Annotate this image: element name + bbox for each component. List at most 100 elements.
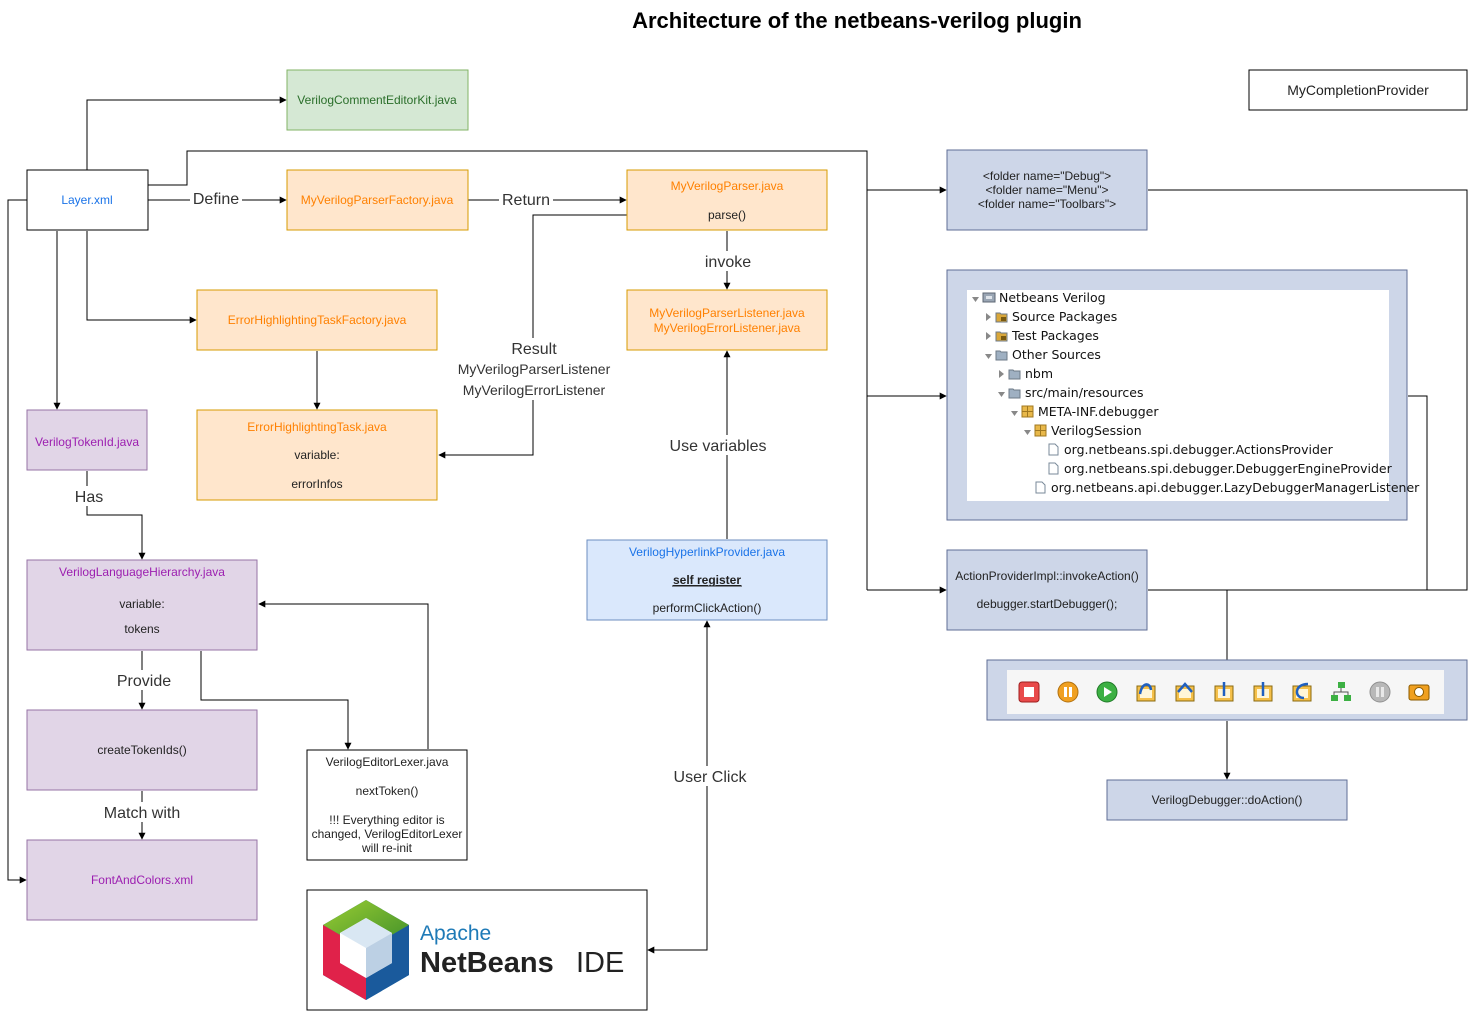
- node-verilog-debugger[interactable]: VerilogDebugger::doAction(): [1106, 779, 1348, 821]
- tree-row[interactable]: nbm: [999, 366, 1053, 381]
- step-over-expression-icon[interactable]: [1175, 682, 1195, 702]
- file-icon: [1035, 481, 1046, 494]
- expand-open-icon[interactable]: [985, 354, 992, 359]
- tree-row-label: src/main/resources: [1025, 385, 1143, 400]
- label-result-line2: MyVerilogErrorListener: [463, 382, 606, 398]
- node-hyperlink-provider[interactable]: VerilogHyperlinkProvider.java self regis…: [586, 539, 828, 621]
- node-language-hierarchy[interactable]: VerilogLanguageHierarchy.java variable: …: [26, 559, 258, 651]
- expand-open-icon[interactable]: [1011, 411, 1018, 416]
- tree-row-label: Test Packages: [1011, 328, 1099, 343]
- node-folders-line1: <folder name="Debug">: [983, 169, 1111, 183]
- expand-open-icon[interactable]: [1024, 430, 1031, 435]
- node-editor-lexer-note3: will re-init: [361, 841, 413, 855]
- tree-row-label: nbm: [1025, 366, 1053, 381]
- snapshot-icon[interactable]: [1408, 684, 1430, 701]
- tree-row-label: org.netbeans.spi.debugger.DebuggerEngine…: [1064, 461, 1393, 476]
- tree-row[interactable]: VerilogSession: [1024, 423, 1142, 438]
- edge-has: [86, 471, 146, 560]
- node-completion-provider[interactable]: MyCompletionProvider: [1248, 69, 1468, 111]
- node-font-and-colors[interactable]: FontAndColors.xml: [26, 839, 258, 921]
- expand-closed-icon[interactable]: [986, 332, 991, 340]
- stop-icon[interactable]: [1018, 681, 1040, 703]
- diagram-title: Architecture of the netbeans-verilog plu…: [632, 8, 1082, 33]
- node-error-task-var-value: errorInfos: [291, 477, 342, 491]
- edge-labels: Define Return invoke Result MyVerilogPar…: [70, 189, 774, 822]
- tree-row[interactable]: Source Packages: [986, 309, 1117, 324]
- logo-word-apache: Apache: [420, 922, 491, 945]
- node-editor-lexer-label: VerilogEditorLexer.java: [326, 755, 449, 769]
- node-language-hierarchy-var-label: variable:: [119, 597, 164, 611]
- node-editor-lexer-method: nextToken(): [356, 784, 419, 798]
- node-error-factory[interactable]: ErrorHighlightingTaskFactory.java: [196, 289, 438, 351]
- node-verilog-debugger-label: VerilogDebugger::doAction(): [1152, 793, 1303, 807]
- node-error-task[interactable]: ErrorHighlightingTask.java variable: err…: [196, 409, 438, 501]
- label-result: Result: [511, 341, 557, 358]
- edge-layer-fontcolors: [7, 199, 27, 884]
- node-create-token-ids[interactable]: createTokenIds(): [26, 709, 258, 791]
- edge-result: [438, 214, 627, 459]
- pause-disabled-icon[interactable]: [1369, 681, 1391, 703]
- file-icon: [1048, 462, 1059, 475]
- tree-row[interactable]: org.netbeans.spi.debugger.ActionsProvide…: [1048, 442, 1334, 457]
- node-listeners-line1: MyVerilogParserListener.java: [649, 306, 805, 320]
- logo-word-ide: IDE: [576, 947, 624, 979]
- label-return: Return: [502, 192, 550, 209]
- tree-row[interactable]: org.netbeans.api.debugger.LazyDebuggerMa…: [1035, 480, 1420, 495]
- tree-row[interactable]: Other Sources: [985, 347, 1101, 362]
- edge-tree-rail: [1408, 395, 1428, 590]
- node-parser-factory[interactable]: MyVerilogParserFactory.java: [286, 169, 469, 231]
- node-error-task-label: ErrorHighlightingTask.java: [247, 420, 387, 434]
- node-layer-xml[interactable]: Layer.xml: [26, 169, 149, 231]
- folder-icon: [1008, 369, 1021, 380]
- tree-row[interactable]: src/main/resources: [998, 385, 1143, 400]
- node-listeners[interactable]: MyVerilogParserListener.java MyVerilogEr…: [626, 289, 828, 351]
- apply-code-changes-icon[interactable]: [1331, 682, 1351, 701]
- node-language-hierarchy-var-value: tokens: [124, 622, 159, 636]
- edge-lexer-hierarchy: [258, 600, 429, 749]
- tree-row[interactable]: org.netbeans.spi.debugger.DebuggerEngine…: [1048, 461, 1393, 476]
- netbeans-cube-icon: [323, 900, 409, 1000]
- edge-layer-commentkit: [86, 96, 287, 170]
- tree-row[interactable]: Test Packages: [986, 328, 1099, 343]
- step-over-icon[interactable]: [1136, 683, 1156, 702]
- node-editor-lexer[interactable]: VerilogEditorLexer.java nextToken() !!! …: [306, 749, 468, 861]
- package-icon: [1021, 405, 1034, 418]
- node-token-id-label: VerilogTokenId.java: [35, 435, 139, 449]
- continue-icon[interactable]: [1096, 681, 1118, 703]
- node-comment-editor-kit-label: VerilogCommentEditorKit.java: [297, 93, 457, 107]
- expand-closed-icon[interactable]: [986, 313, 991, 321]
- sources-folder-icon: [995, 350, 1008, 361]
- node-parser-label: MyVerilogParser.java: [671, 179, 784, 193]
- node-folders-line2: <folder name="Menu">: [986, 183, 1109, 197]
- node-parser-factory-label: MyVerilogParserFactory.java: [301, 193, 454, 207]
- node-parser[interactable]: MyVerilogParser.java parse(): [626, 169, 828, 231]
- expand-open-icon[interactable]: [998, 392, 1005, 397]
- step-into-icon[interactable]: [1214, 682, 1234, 702]
- label-invoke: invoke: [705, 254, 751, 271]
- tree-row[interactable]: META-INF.debugger: [1011, 404, 1159, 419]
- tree-row-label: org.netbeans.spi.debugger.ActionsProvide…: [1064, 442, 1334, 457]
- step-out-icon[interactable]: [1253, 682, 1273, 702]
- tree-row-label: Other Sources: [1012, 347, 1101, 362]
- run-to-cursor-icon[interactable]: [1292, 682, 1312, 702]
- node-parser-method: parse(): [708, 208, 746, 222]
- edge-user-click: [647, 620, 711, 954]
- node-error-factory-label: ErrorHighlightingTaskFactory.java: [228, 313, 407, 327]
- package-folder-icon: [995, 312, 1008, 323]
- node-language-hierarchy-label: VerilogLanguageHierarchy.java: [59, 565, 225, 579]
- node-hyperlink-provider-label: VerilogHyperlinkProvider.java: [629, 545, 785, 559]
- expand-closed-icon[interactable]: [999, 370, 1004, 378]
- node-editor-lexer-note2: changed, VerilogEditorLexer: [312, 827, 463, 841]
- label-has: Has: [75, 489, 103, 506]
- node-folders[interactable]: <folder name="Debug"> <folder name="Menu…: [946, 149, 1148, 231]
- node-token-id[interactable]: VerilogTokenId.java: [26, 409, 148, 471]
- pause-icon[interactable]: [1057, 681, 1079, 703]
- tree-row-label: META-INF.debugger: [1038, 404, 1159, 419]
- expand-open-icon[interactable]: [972, 297, 979, 302]
- node-completion-provider-label: MyCompletionProvider: [1287, 82, 1429, 98]
- node-comment-editor-kit[interactable]: VerilogCommentEditorKit.java: [286, 69, 469, 131]
- node-action-provider-impl[interactable]: ActionProviderImpl::invokeAction() debug…: [946, 549, 1148, 631]
- tree-row[interactable]: Netbeans Verilog: [972, 290, 1106, 305]
